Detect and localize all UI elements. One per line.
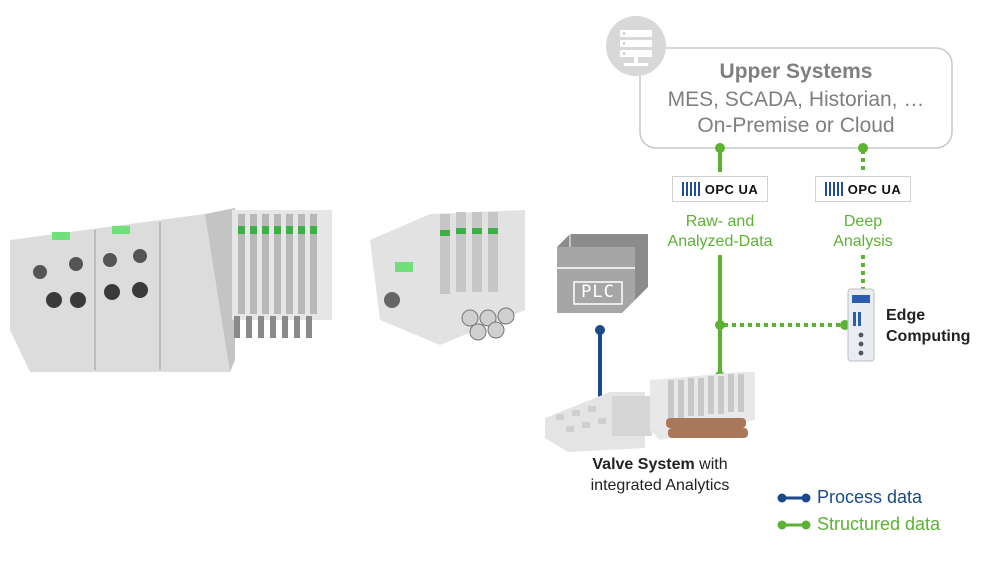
edge-computing-label: Edge Computing (886, 305, 970, 347)
plc-icon (557, 234, 648, 313)
legend-process-label: Process data (817, 487, 923, 507)
opc-ua-logo-right-text: OPC UA (847, 181, 902, 197)
opc-ua-logo-left-text: OPC UA (704, 181, 759, 197)
legend-structured-marker (777, 520, 811, 530)
opc-left-caption-line1: Raw- and (685, 213, 755, 230)
upper-systems-line1: MES, SCADA, Historian, … (667, 88, 925, 111)
legend-structured-label: Structured data (817, 514, 941, 534)
valve-system-caption-bold: Valve System (592, 456, 695, 473)
valve-system-caption-rest: with (694, 456, 728, 473)
opc-left-caption: Raw- and Analyzed-Data (640, 212, 800, 252)
opc-right-caption: Deep Analysis (803, 212, 923, 252)
opc-ua-mark-icon (824, 182, 845, 196)
upper-systems-box (639, 47, 953, 149)
opc-ua-logo-left: OPC UA (672, 176, 768, 202)
opc-right-caption-line1: Deep (843, 213, 883, 230)
server-icon (606, 16, 666, 76)
upper-systems-line2: On-Premise or Cloud (697, 114, 895, 137)
legend-process-marker (777, 493, 811, 503)
edge-computing-line2: Computing (886, 328, 971, 345)
upper-systems-title: Upper Systems (719, 60, 873, 83)
edge-computing-line1: Edge (886, 307, 926, 324)
valve-terminal-small-image (370, 210, 525, 345)
valve-system-image (545, 372, 755, 452)
opc-left-caption-line2: Analyzed-Data (667, 233, 773, 250)
edge-device-icon (847, 288, 875, 362)
valve-system-caption-line2: integrated Analytics (590, 477, 730, 494)
valve-system-caption: Valve System with integrated Analytics (560, 454, 760, 496)
opc-ua-logo-right: OPC UA (815, 176, 911, 202)
opc-ua-mark-icon (681, 182, 702, 196)
opc-right-caption-line2: Analysis (833, 233, 893, 250)
plc-label: PLC (581, 282, 615, 302)
valve-terminal-large-image (10, 208, 332, 372)
